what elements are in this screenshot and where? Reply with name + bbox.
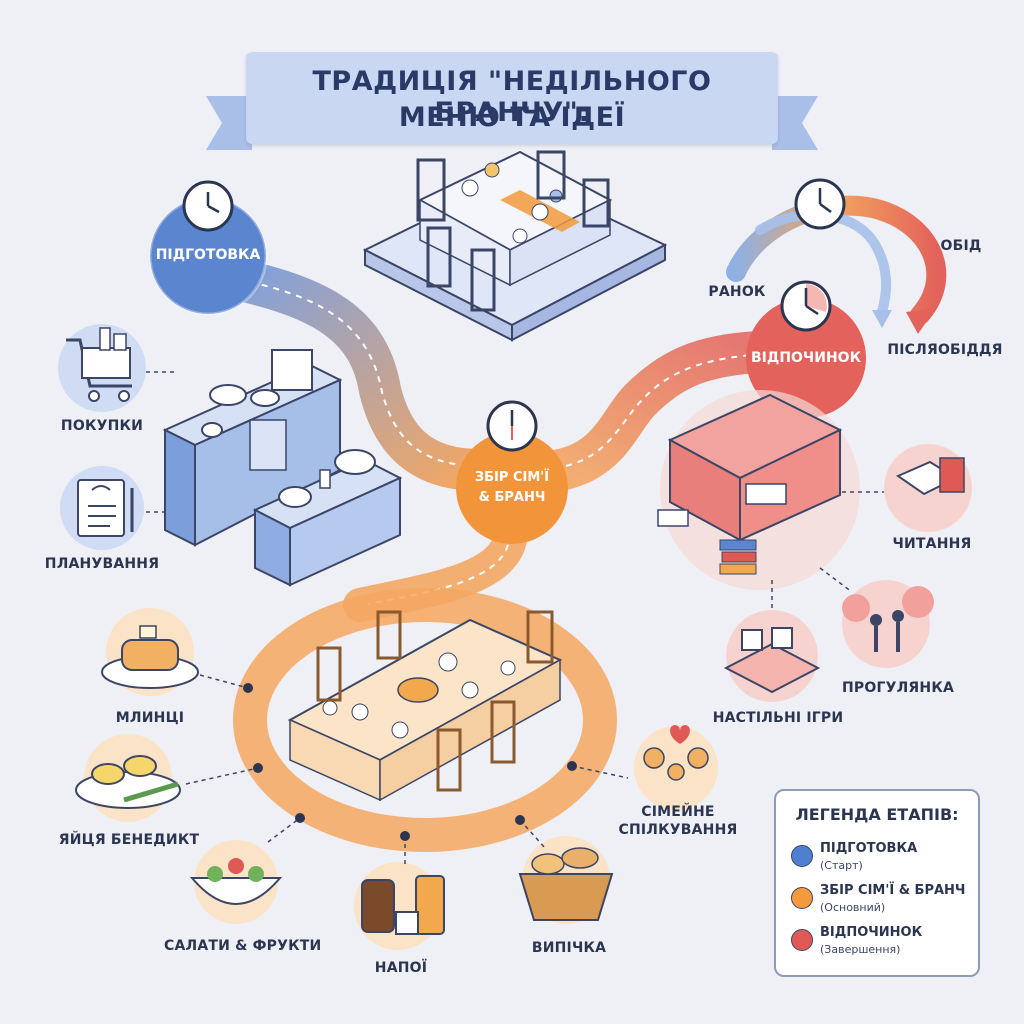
legend-name-gathering: ЗБІР СІМ'Ї & БРАНЧ xyxy=(820,883,966,898)
label-planning: ПЛАНУВАННЯ xyxy=(44,556,160,572)
reading-icon xyxy=(884,444,972,532)
board-games-icon xyxy=(723,610,821,702)
legend-dot-preparation xyxy=(791,845,813,867)
stage-label-gathering-line2: & БРАНЧ xyxy=(478,490,546,505)
label-board-games: НАСТІЛЬНІ ІГРИ xyxy=(712,710,844,726)
pastry-basket-icon xyxy=(518,836,614,924)
label-afternoon: ПІСЛЯОБІДДЯ xyxy=(887,342,1003,358)
gathering-clock-icon xyxy=(486,400,538,452)
legend-sub-preparation: (Старт) xyxy=(820,859,863,872)
label-salads-fruits: САЛАТИ & ФРУКТИ xyxy=(164,938,322,954)
legend-dot-gathering xyxy=(791,887,813,909)
title-banner: ТРАДИЦІЯ "НЕДІЛЬНОГО БРАНЧУ": МЕНЮ ТА ІД… xyxy=(246,52,778,144)
legend-name-rest: ВІДПОЧИНОК xyxy=(820,925,923,940)
shopping-cart-icon xyxy=(58,324,146,412)
brunch-table-illustration xyxy=(287,610,563,802)
stage-label-rest: ВІДПОЧИНОК xyxy=(750,350,862,366)
title-banner-tails xyxy=(206,96,818,150)
eggs-benedict-icon xyxy=(75,734,181,822)
label-walk: ПРОГУЛЯНКА xyxy=(842,680,954,696)
rest-circle xyxy=(746,298,866,418)
title-line-1: ТРАДИЦІЯ "НЕДІЛЬНОГО БРАНЧУ": xyxy=(312,66,712,128)
title-line-2: МЕНЮ ТА ІДЕЇ xyxy=(398,102,626,133)
label-shopping: ПОКУПКИ xyxy=(60,418,144,434)
rest-clock-icon xyxy=(780,280,832,332)
path-gathering-to-rest xyxy=(539,331,781,491)
time-clock-icon xyxy=(794,178,846,230)
label-drinks: НАПОЇ xyxy=(374,960,428,976)
legend-name-preparation: ПІДГОТОВКА xyxy=(820,841,918,856)
preparation-clock-icon xyxy=(182,180,234,232)
preparation-circle xyxy=(150,198,266,314)
time-of-day-arc xyxy=(726,195,947,334)
label-reading: ЧИТАННЯ xyxy=(892,536,972,552)
path-preparation-to-gathering xyxy=(219,259,501,491)
planning-notebook-icon xyxy=(60,466,144,550)
label-noon: ОБІД xyxy=(940,238,982,254)
walk-icon xyxy=(842,580,934,668)
legend-sub-gathering: (Основний) xyxy=(820,901,886,914)
label-family-talk-line2: СПІЛКУВАННЯ xyxy=(618,822,738,838)
label-family-talk-line1: СІМЕЙНЕ xyxy=(641,804,715,820)
label-pastry: ВИПІЧКА xyxy=(531,940,607,956)
stage-label-gathering-line1: ЗБІР СІМ'Ї xyxy=(474,470,550,485)
brunch-loop-ring xyxy=(233,588,617,852)
legend-title: ЛЕГЕНДА ЕТАПІВ: xyxy=(795,805,959,824)
drinks-icon xyxy=(354,862,445,950)
pancakes-icon xyxy=(101,608,199,696)
label-morning: РАНОК xyxy=(708,284,766,300)
kitchen-illustration xyxy=(162,349,403,587)
gathering-circle xyxy=(456,432,568,544)
family-talk-icon xyxy=(634,725,718,810)
sofa-illustration xyxy=(657,390,860,590)
legend-sub-rest: (Завершення) xyxy=(820,943,901,956)
label-pancakes: МЛИНЦІ xyxy=(115,710,185,726)
legend-panel: ЛЕГЕНДА ЕТАПІВ: ПІДГОТОВКА (Старт) ЗБІР … xyxy=(774,789,980,977)
stage-label-preparation: ПІДГОТОВКА xyxy=(155,247,261,263)
top-dining-table-illustration xyxy=(362,150,668,342)
legend-dot-rest xyxy=(791,929,813,951)
salads-fruits-icon xyxy=(189,840,283,924)
label-eggs-benedict: ЯЙЦЯ БЕНЕДИКТ xyxy=(58,832,200,848)
